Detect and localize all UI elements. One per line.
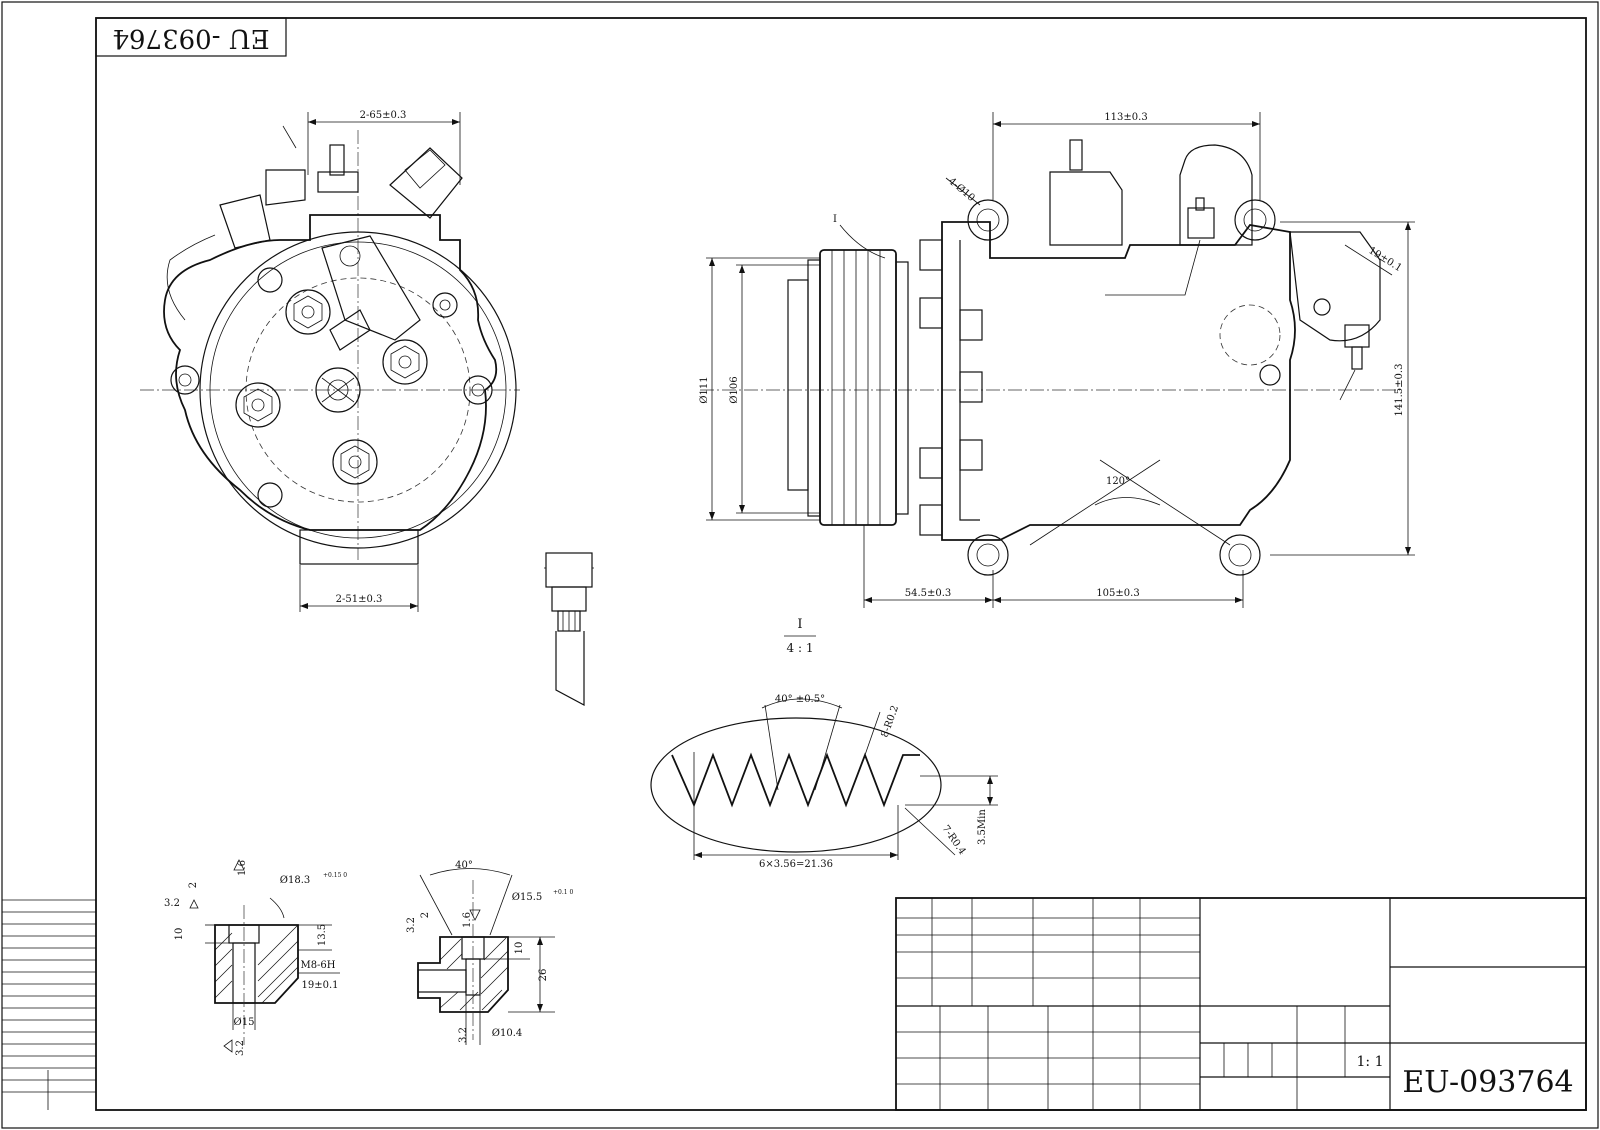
detail-belt-groove: I 4 : 1 6×3.56=21.36 40° ±0.5° 8-R0.2 7-…	[650, 617, 998, 870]
side-dim-pulley-inner: Ø106	[729, 376, 740, 403]
port-left-dim-thread: M8-6H	[300, 960, 335, 971]
detail-radius-bottom: 7-R0.4	[940, 823, 968, 856]
title-block: 1: 1 EU-093764	[895, 897, 1587, 1111]
port-left-dim-diameter: Ø18.3	[280, 875, 310, 886]
bolt-head	[332, 439, 378, 485]
port-left-dim-small: 2	[188, 882, 199, 888]
port-right-dim-1-6: 1.6	[462, 912, 473, 928]
side-dim-pulley-outer: Ø111	[699, 376, 710, 403]
port-left-dim-chamfer-bottom: 3.2	[235, 1040, 246, 1056]
port-left-dim-diameter-tol: +0.15 0	[323, 872, 347, 879]
side-dim-left: 54.5±0.3	[905, 588, 952, 599]
port-left-dim-10: 10	[174, 928, 185, 941]
bolt-head	[235, 382, 281, 428]
bolt-head	[382, 339, 428, 385]
electrical-connector	[544, 552, 594, 707]
port-right-dim-2: 2	[420, 912, 431, 918]
port-right-dim-chamfer: 3.2	[406, 917, 417, 933]
detail-depth: 3.5Min	[977, 809, 988, 845]
port-left-dim-13-5: 13.5	[317, 924, 328, 946]
front-dim-bottom: 2-51±0.3	[336, 594, 383, 605]
port-section-right: 40° Ø15.5 +0.1 0 3.2 2 1.6 10 26 Ø10.4 3…	[406, 860, 573, 1045]
port-right-dim-diameter: Ø15.5	[512, 892, 542, 903]
port-right-dim-10: 10	[514, 942, 525, 955]
detail-angle: 40° ±0.5°	[775, 694, 825, 705]
title-scale: 1: 1	[1357, 1054, 1384, 1070]
title-part-number: EU-093764	[1402, 1065, 1573, 1100]
port-left-dim-chamfer: 3.2	[164, 898, 180, 909]
port-left-dim-19: 19±0.1	[301, 980, 338, 991]
front-view: 2-65±0.3 2-51±0.3	[140, 110, 520, 612]
detail-label: I	[797, 617, 802, 632]
port-right-angle: 40°	[455, 860, 473, 871]
port-right-dim-diameter-tol: +0.1 0	[553, 889, 573, 896]
port-left-dim-15: Ø15	[234, 1017, 255, 1028]
port-right-dim-chamfer-bottom: 3.2	[458, 1027, 469, 1043]
side-dim-fitting: 19±0.1	[1366, 245, 1403, 274]
left-margin-table	[2, 899, 96, 1110]
side-dim-bolt: 4-Ø10	[946, 176, 977, 204]
side-dim-right: 105±0.3	[1096, 588, 1139, 599]
detail-scale: 4 : 1	[787, 641, 814, 655]
detail-radius-top: 8-R0.2	[879, 704, 901, 739]
side-dim-height: 141.5±0.3	[1394, 364, 1405, 417]
port-section-left: 10 3.2 2 1.6 Ø18.3 +0.15 0 13.5 M8-6H 19…	[164, 859, 347, 1056]
port-right-dim-10-4: Ø10.4	[492, 1028, 522, 1039]
side-view: 120° I 4-Ø10 113±0.3 19±0.1 141.5±0.3 Ø1…	[699, 112, 1415, 608]
flipped-part-number-box: EU -093764	[95, 17, 287, 57]
side-angle: 120°	[1106, 476, 1130, 487]
side-detail-marker: I	[833, 214, 837, 225]
port-left-dim-top: 1.6	[237, 860, 248, 876]
bolt-head	[285, 289, 331, 335]
side-dim-top: 113±0.3	[1104, 112, 1147, 123]
detail-pitch: 6×3.56=21.36	[759, 859, 833, 870]
flipped-part-number: EU -093764	[112, 23, 269, 53]
port-right-dim-26: 26	[538, 969, 549, 982]
front-dim-top: 2-65±0.3	[360, 110, 407, 121]
